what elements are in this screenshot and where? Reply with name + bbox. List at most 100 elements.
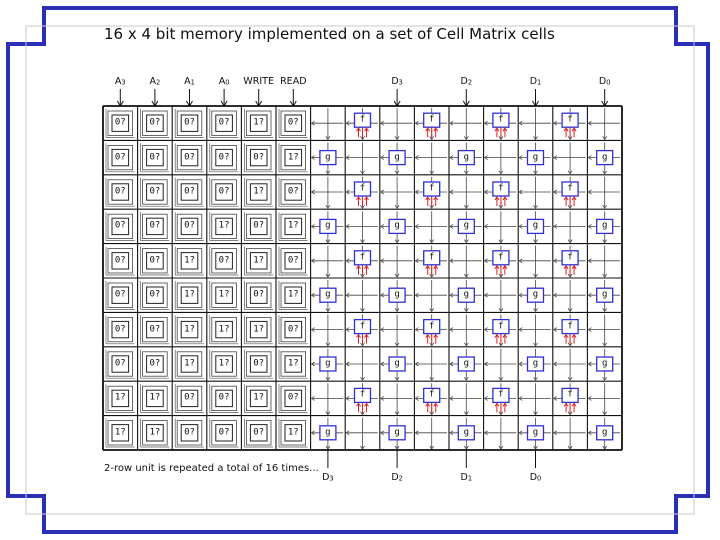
g-gate-box: [526, 218, 545, 235]
route-arrow: [360, 445, 365, 450]
f-gate-box: [353, 181, 372, 197]
g-gate-label: g: [394, 289, 400, 300]
g-gate-label: g: [394, 427, 400, 438]
g-gate-label: g: [394, 220, 400, 231]
route-arrow: [345, 396, 350, 401]
bit-cell-core: [180, 148, 199, 167]
g-gate-box: [457, 287, 475, 303]
route-arrow: [533, 204, 538, 209]
route-arrow: [553, 155, 558, 160]
bit-cell-frame: [176, 351, 203, 377]
bit-cell-value: 0?: [218, 117, 230, 128]
g-gate-label: g: [463, 220, 470, 231]
bit-cell-frame: [280, 282, 307, 308]
bit-cell-core: [249, 114, 268, 132]
f-gate-box: [353, 250, 372, 266]
g-gate-box: [596, 356, 614, 372]
g-gate-label: g: [394, 152, 400, 163]
bit-cell-frame: [211, 282, 237, 308]
g-gate-box: [457, 218, 475, 235]
bit-cell-frame: [142, 213, 168, 239]
bit-cell-frame: [245, 385, 272, 412]
f-gate-box: [353, 318, 372, 335]
bit-cell-frame: [245, 110, 272, 136]
route-arrow: [518, 258, 523, 264]
route-arrow: [380, 155, 385, 160]
route-arrow: [587, 224, 592, 229]
route-arrow: [449, 155, 454, 160]
bit-cell-core: [284, 320, 303, 339]
g-gate-box: [319, 287, 337, 303]
route-arrow: [553, 430, 558, 436]
bit-cell-frame: [280, 351, 307, 377]
route-arrow: [483, 258, 488, 264]
route-arrow: [463, 411, 469, 416]
bit-cell-value: 0?: [184, 152, 195, 163]
input-arrow: [289, 100, 297, 107]
bit-cell-value: 0?: [287, 117, 299, 128]
bit-cell-core: [180, 424, 199, 442]
route-arrow: [310, 224, 315, 229]
bit-cell-core: [146, 114, 164, 132]
route-arrow: [553, 189, 558, 195]
bit-cell-frame: [142, 351, 168, 377]
route-arrow: [310, 396, 315, 401]
route-arrow: [325, 376, 331, 381]
route-arrow: [483, 120, 488, 126]
bit-cell-frame: [176, 144, 203, 171]
bit-cell-frame: [107, 316, 134, 343]
bit-cell-core: [284, 114, 303, 132]
f-gate-label: f: [359, 252, 366, 263]
route-arrow: [394, 445, 400, 450]
route-arrow: [345, 361, 350, 367]
g-gate-box: [596, 287, 614, 303]
g-gate-label: g: [394, 358, 400, 369]
f-gate-label: f: [359, 183, 366, 194]
f-gate-label: f: [359, 389, 366, 400]
bit-cell-frame: [142, 316, 168, 343]
route-arrow: [449, 361, 454, 367]
data-out-label: D3: [322, 472, 334, 483]
slide-title: 16 x 4 bit memory implemented on a set o…: [104, 25, 555, 43]
bit-cell-frame: [107, 248, 134, 274]
g-gate-label: g: [601, 427, 608, 438]
g-gate-label: g: [325, 152, 331, 163]
bit-cell-value: 1?: [184, 358, 195, 369]
route-arrow: [463, 273, 469, 278]
bit-cell-value: 0?: [114, 220, 126, 231]
g-gate-label: g: [532, 427, 539, 438]
address-label: A2: [149, 76, 161, 87]
bit-cell-core: [180, 320, 199, 339]
g-gate-box: [457, 356, 475, 372]
bit-cell-frame: [280, 179, 307, 205]
bit-cell-core: [111, 148, 130, 167]
feedback-arrow: [494, 333, 508, 338]
bit-cell-core: [111, 355, 130, 373]
bit-cell-core: [180, 252, 199, 270]
route-arrow: [325, 204, 331, 209]
data-in-label: D3: [391, 76, 403, 87]
bit-cell-core: [146, 320, 164, 339]
data-out-label: D1: [460, 472, 473, 483]
bit-cell-core: [111, 217, 130, 236]
route-arrow: [567, 136, 573, 141]
bit-cell-frame: [107, 179, 134, 205]
bit-cell-value: 0?: [253, 289, 265, 300]
route-arrow: [380, 224, 385, 229]
route-arrow: [380, 396, 385, 401]
f-gate-label: f: [567, 252, 573, 263]
route-arrow: [429, 308, 435, 313]
route-arrow: [567, 376, 573, 381]
bit-cell-value: 0?: [218, 186, 230, 197]
route-arrow: [498, 376, 504, 381]
bit-cell-value: 1?: [287, 152, 299, 163]
route-arrow: [498, 170, 504, 175]
bit-cell-core: [249, 355, 268, 373]
route-arrow: [483, 430, 488, 436]
bit-cell-core: [146, 217, 164, 236]
bit-cell-frame: [107, 420, 134, 446]
route-arrow: [587, 120, 592, 126]
g-gate-box: [319, 149, 337, 166]
bit-cell-value: 0?: [287, 392, 299, 403]
